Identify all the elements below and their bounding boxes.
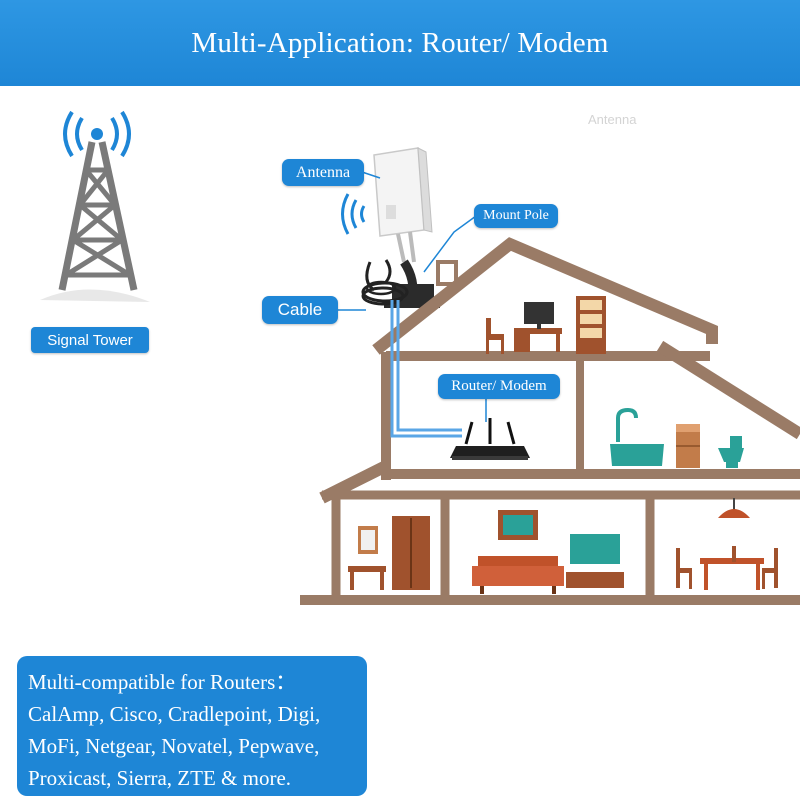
- dining-furniture: [676, 498, 778, 590]
- signal-tower-icon: [40, 110, 150, 302]
- mount-pole-label: Mount Pole: [474, 204, 558, 228]
- bathroom-furniture: [610, 407, 744, 468]
- compatibility-info-box: Multi-compatible for Routers： CalAmp, Ci…: [17, 656, 367, 796]
- header-banner: Multi-Application: Router/ Modem: [0, 0, 800, 86]
- cable-label: Cable: [262, 296, 338, 324]
- antenna-icon: [341, 147, 440, 308]
- router-modem-label: Router/ Modem: [438, 374, 560, 399]
- info-line-4: Proxicast, Sierra, ZTE & more.: [28, 766, 292, 790]
- living-room-furniture: [472, 510, 624, 594]
- antenna-label: Antenna: [282, 159, 364, 186]
- info-line-2: CalAmp, Cisco, Cradlepoint, Digi,: [28, 702, 321, 726]
- signal-tower-label: Signal Tower: [31, 327, 149, 353]
- faint-watermark-text: Antenna: [588, 112, 637, 127]
- info-line-1: Multi-compatible for Routers：: [28, 670, 297, 694]
- house-illustration: [300, 237, 800, 605]
- ground-left-furniture: [348, 516, 430, 590]
- info-line-3: MoFi, Netgear, Novatel, Pepwave,: [28, 734, 320, 758]
- page-title: Multi-Application: Router/ Modem: [191, 26, 609, 59]
- attic-furniture: [486, 296, 606, 354]
- router-icon: [450, 418, 530, 460]
